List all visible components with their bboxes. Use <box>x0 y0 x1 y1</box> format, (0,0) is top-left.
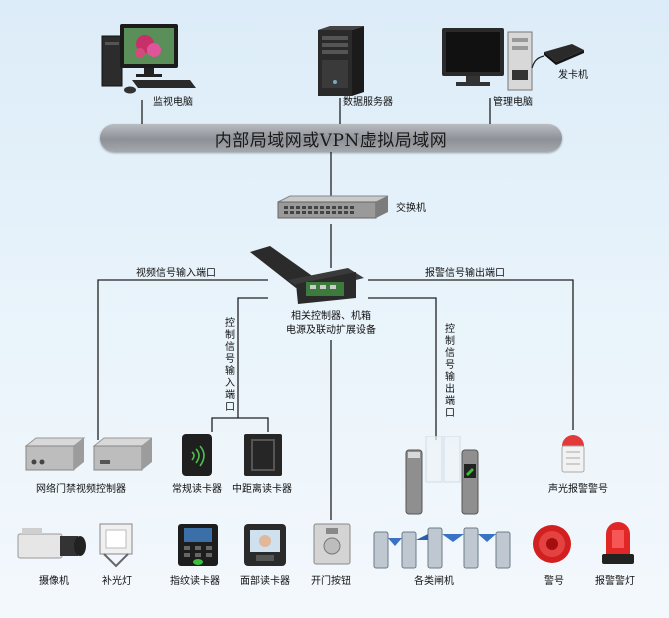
door-button-label: 开门按钮 <box>311 576 351 587</box>
lan-label: 内部局域网或VPN虚拟局域网 <box>214 130 448 151</box>
video-controller-icon <box>24 437 152 471</box>
line-control-input <box>237 297 268 418</box>
management-pc-label: 管理电脑 <box>493 97 533 108</box>
mid-range-reader-icon <box>244 434 282 476</box>
sound-light-alarm-label: 声光报警警号 <box>548 484 608 495</box>
siren-icon <box>533 525 571 563</box>
card-issuer-cable-icon <box>531 55 545 69</box>
fingerprint-reader-icon <box>178 524 218 566</box>
control-output-port-label: 控制信号输出端口 <box>445 324 455 419</box>
monitor-pc-icon <box>101 24 196 94</box>
mid-gate-icon <box>405 436 479 515</box>
line-readers-bracket <box>211 417 269 432</box>
card-issuer-label: 发卡机 <box>558 70 588 81</box>
controller-label-line1: 相关控制器、机箱 <box>291 311 371 322</box>
line-alarm-output <box>368 279 574 430</box>
sound-light-alarm-icon <box>561 435 585 473</box>
card-issuer-icon <box>544 44 584 65</box>
gates-label: 各类闸机 <box>414 576 454 587</box>
alarm-lamp-icon <box>602 522 634 564</box>
siren-label: 警号 <box>544 576 564 587</box>
mid-range-reader-label: 中距离读卡器 <box>232 484 292 495</box>
fingerprint-reader-label: 指纹读卡器 <box>170 576 220 587</box>
controller-box-icon <box>250 246 364 304</box>
management-pc-icon <box>442 28 533 91</box>
alarm-lamp-label: 报警警灯 <box>595 576 635 587</box>
data-server-icon <box>318 26 364 96</box>
standard-reader-icon <box>182 434 212 476</box>
line-control-output <box>368 297 437 440</box>
camera-icon <box>17 528 86 559</box>
data-server-label: 数据服务器 <box>343 97 393 108</box>
gates-icon <box>373 527 511 569</box>
alarm-output-port-label: 报警信号输出端口 <box>425 268 505 279</box>
face-reader-icon <box>244 524 286 566</box>
door-button-icon <box>313 523 351 565</box>
line-video-input <box>97 279 268 440</box>
fill-light-label: 补光灯 <box>102 576 132 587</box>
fill-light-icon <box>99 523 133 568</box>
controller-label-line2: 电源及联动扩展设备 <box>286 325 376 336</box>
video-input-port-label: 视频信号输入端口 <box>136 268 216 279</box>
lan-bar: 内部局域网或VPN虚拟局域网 <box>100 124 562 152</box>
camera-label: 摄像机 <box>39 576 69 587</box>
switch-label: 交换机 <box>396 203 426 214</box>
video-controller-label: 网络门禁视频控制器 <box>36 484 126 495</box>
monitor-pc-label: 监视电脑 <box>153 97 193 108</box>
switch-icon <box>277 195 389 219</box>
standard-reader-label: 常规读卡器 <box>172 484 222 495</box>
control-input-port-label: 控制信号输入端口 <box>225 318 235 413</box>
face-reader-label: 面部读卡器 <box>240 576 290 587</box>
